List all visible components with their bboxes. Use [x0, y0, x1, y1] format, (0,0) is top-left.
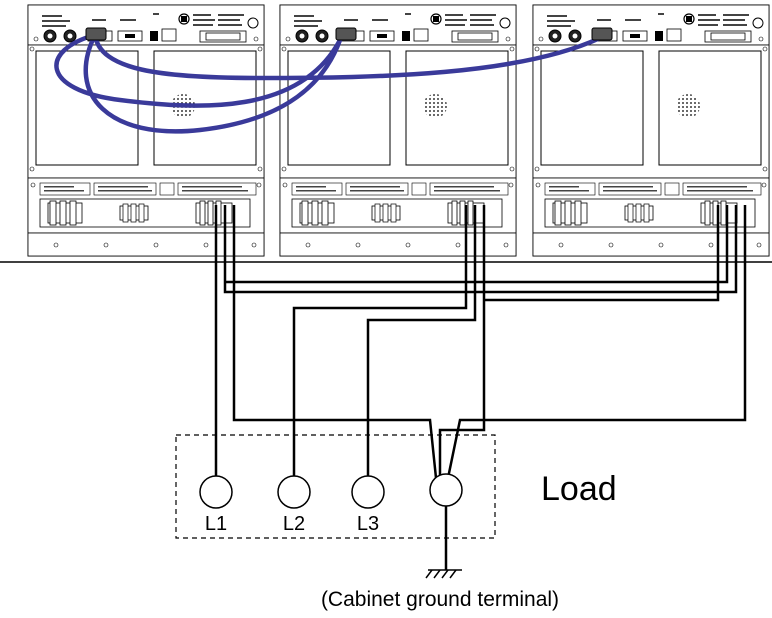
unit-3-cabinet: [532, 4, 770, 257]
label-load: Load: [541, 470, 617, 508]
load-l3-node: [351, 475, 385, 509]
output-wiring: [214, 205, 747, 482]
load-l2-node: [277, 475, 311, 509]
ground-icon: [425, 569, 462, 579]
load-l1-node: [199, 475, 233, 509]
unit-2-cabinet: [279, 4, 517, 257]
load-box: [175, 434, 496, 539]
load-ground-node: [429, 473, 463, 507]
label-l3: L3: [357, 513, 379, 535]
cable-connectors: [85, 27, 613, 41]
caption-ground-terminal: (Cabinet ground terminal): [321, 588, 559, 611]
label-l1: L1: [205, 513, 227, 535]
control-cables: [54, 32, 603, 134]
label-l2: L2: [283, 513, 305, 535]
